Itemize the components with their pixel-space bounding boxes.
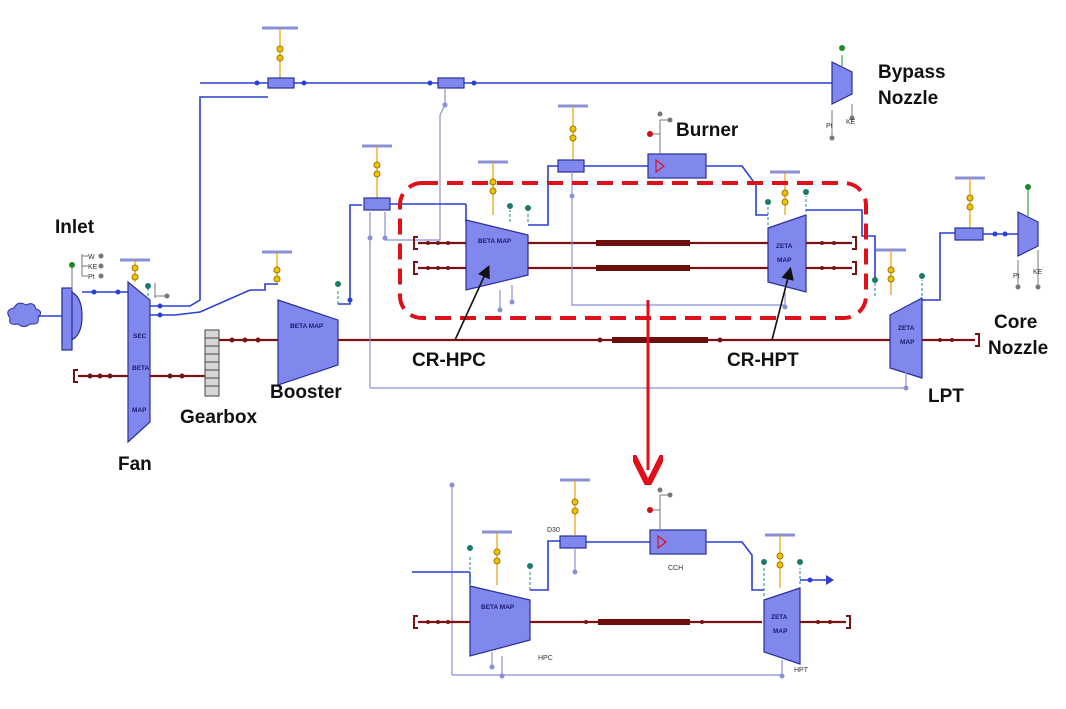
hpt-detail-map-label: MAP: [773, 628, 788, 635]
label-core-nozzle-2: Nozzle: [988, 338, 1048, 359]
label-bypass-nozzle-2: Nozzle: [878, 88, 938, 109]
gearbox-component[interactable]: [204, 329, 220, 397]
inlet-port-w: W: [88, 254, 95, 261]
booster-map-label: BETA MAP: [290, 323, 324, 330]
bypass-duct-component[interactable]: [267, 77, 295, 89]
highlight-region: [398, 181, 868, 320]
bypass-nozzle-port-pt: Pt: [826, 123, 833, 130]
label-bypass-nozzle-1: Bypass: [878, 62, 946, 83]
label-burner: Burner: [676, 120, 739, 141]
booster-component[interactable]: [277, 299, 339, 386]
inlet-port-ke: KE: [88, 264, 98, 271]
label-cr-hpc: CR-HPC: [412, 350, 486, 371]
burner-component[interactable]: [647, 153, 707, 179]
ambient-cloud-icon: [7, 302, 42, 327]
fan-beta-label: BETA: [132, 365, 150, 372]
label-gearbox: Gearbox: [180, 407, 258, 428]
cr-hpt-zeta-label: ZETA: [776, 243, 793, 250]
bypass-nozzle-port-ke: KE: [846, 119, 856, 126]
hpc-detail-tag: HPC: [538, 655, 553, 662]
lpt-component[interactable]: [889, 297, 923, 379]
label-cr-hpt: CR-HPT: [727, 350, 799, 371]
cch-burner-component[interactable]: [649, 529, 707, 555]
fan-sec-label: SEC: [133, 333, 147, 340]
lpt-zeta-label: ZETA: [898, 325, 915, 332]
hpc-detail-map-label: BETA MAP: [481, 604, 515, 611]
hpt-detail-zeta-label: ZETA: [771, 614, 788, 621]
label-core-nozzle-1: Core: [994, 312, 1037, 333]
cr-hpt-component[interactable]: [767, 214, 807, 293]
bypass-splitter-component[interactable]: [437, 77, 465, 89]
label-lpt: LPT: [928, 386, 964, 407]
d30-duct-component[interactable]: [559, 535, 587, 549]
hpc-outlet-duct[interactable]: [557, 159, 585, 173]
hpt-detail-tag: HPT: [794, 667, 809, 674]
cch-tag: CCH: [668, 565, 683, 572]
label-fan: Fan: [118, 454, 152, 475]
cr-hpt-map-label: MAP: [777, 257, 792, 264]
inlet-port-pt: Pt: [88, 274, 95, 281]
core-duct-component[interactable]: [954, 227, 984, 241]
lpt-map-label: MAP: [900, 339, 915, 346]
label-booster: Booster: [270, 382, 342, 403]
hpt-detail-component[interactable]: [763, 587, 801, 665]
d30-tag: D30: [547, 527, 560, 534]
fan-component[interactable]: [127, 280, 151, 444]
booster-outlet-duct[interactable]: [363, 197, 391, 211]
cr-hpc-component[interactable]: [465, 219, 529, 291]
core-nozzle-port-ke: KE: [1033, 269, 1043, 276]
label-inlet: Inlet: [55, 217, 95, 238]
hpc-detail-component[interactable]: [469, 585, 531, 657]
core-nozzle-component[interactable]: [1017, 211, 1039, 257]
fan-map-label: MAP: [132, 407, 147, 414]
core-nozzle-port-pt: Pt: [1013, 273, 1020, 280]
bypass-nozzle-component[interactable]: [831, 61, 853, 105]
cr-hpc-map-label: BETA MAP: [478, 238, 512, 245]
